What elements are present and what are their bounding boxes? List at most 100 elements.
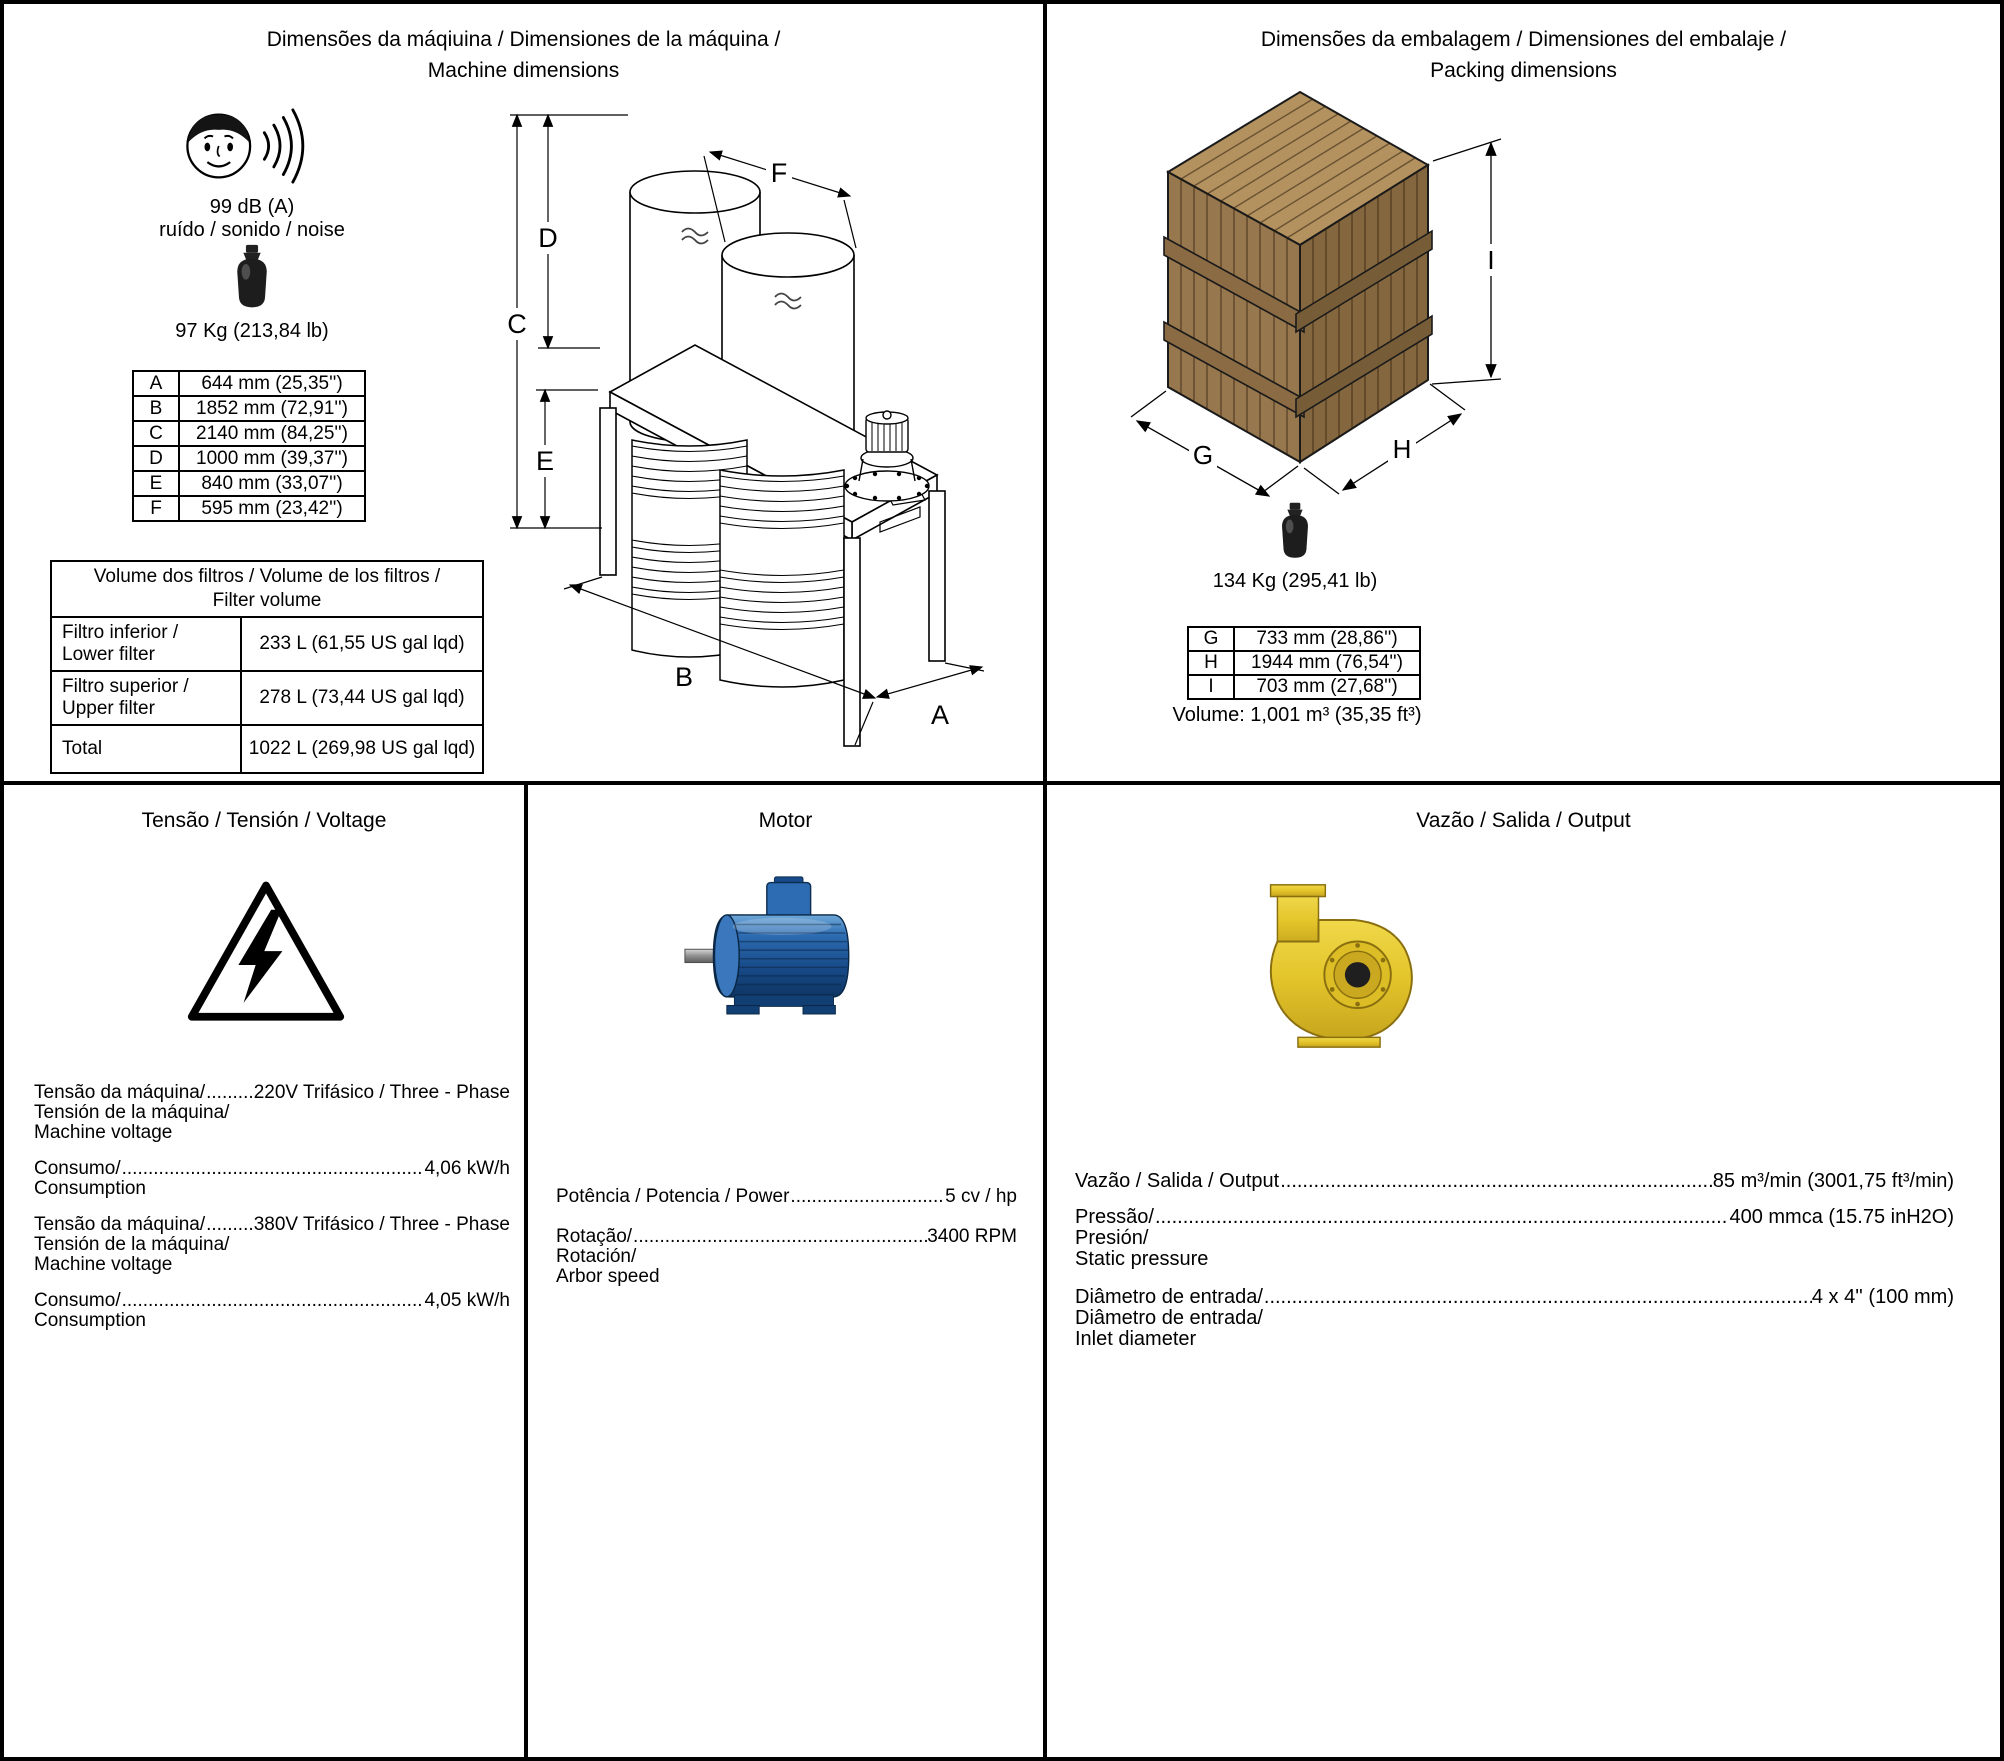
dim-label-c: C bbox=[507, 309, 527, 339]
dim-label-i: I bbox=[1487, 245, 1494, 275]
panel-voltage: Tensão / Tensión / Voltage Tensão da máq… bbox=[4, 785, 528, 1757]
dimension-letters: C D E F B A bbox=[507, 158, 949, 730]
filter-header-line2: Filter volume bbox=[212, 590, 322, 611]
filter-row-value: 233 L (61,55 US gal lqd) bbox=[240, 616, 484, 672]
filter-row-label: Filtro inferior / Lower filter bbox=[50, 616, 242, 672]
motor-specs: Potência / Potencia / Power ............… bbox=[556, 1187, 1017, 1287]
flow-line: Vazão / Salida / Output ................… bbox=[1075, 1171, 1954, 1192]
dot-leader: ........................................… bbox=[790, 1187, 945, 1207]
packing-crate-drawing: I G H bbox=[1130, 90, 1505, 497]
voltage-380-label: Tensão da máquina/ bbox=[34, 1214, 206, 1235]
blower-outlet-duct bbox=[1276, 895, 1320, 949]
weight-icon bbox=[237, 244, 267, 308]
pressure-stanza: Pressão/ ...............................… bbox=[1075, 1207, 1954, 1270]
motor-feet bbox=[733, 994, 834, 1007]
machine-technical-drawing: C D E F B A bbox=[504, 113, 985, 747]
consumption-220-value: 4,06 kW/h bbox=[424, 1158, 510, 1179]
filter-row-value: 278 L (73,44 US gal lqd) bbox=[240, 670, 484, 726]
panel-machine-dimensions: Dimensões da máqiuina / Dimensiones de l… bbox=[4, 4, 1047, 785]
inlet-label: Diâmetro de entrada/ bbox=[1075, 1286, 1263, 1308]
table-header-row: Volume dos filtros / Volume de los filtr… bbox=[50, 560, 484, 618]
dim-key: C bbox=[132, 420, 180, 447]
packing-title-line1: Dimensões da embalagem / Dimensiones del… bbox=[1260, 28, 1787, 51]
filter-label-line2: Lower filter bbox=[62, 644, 155, 665]
power-label: Potência / Potencia / Power bbox=[556, 1186, 790, 1207]
dot-leader: ........................................… bbox=[1263, 1287, 1812, 1308]
packing-title-line2: Packing dimensions bbox=[1430, 59, 1617, 82]
rotation-value: 3400 RPM bbox=[927, 1226, 1017, 1247]
crate-planks bbox=[1180, 98, 1418, 454]
dim-label-d: D bbox=[538, 223, 558, 253]
dot-leader: ........................................… bbox=[633, 1227, 927, 1247]
packing-weight-block: 134 Kg (295,41 lb) bbox=[1175, 502, 1415, 593]
table-row: Filtro superior / Upper filter 278 L (73… bbox=[50, 670, 484, 726]
dim-value: 595 mm (23,42'') bbox=[178, 495, 366, 522]
dim-label-g: G bbox=[1193, 440, 1213, 470]
brand-marks bbox=[681, 227, 802, 310]
dimension-extension-lines bbox=[510, 114, 985, 746]
noise-level: 99 dB (A) bbox=[209, 196, 295, 218]
dimension-label-backgrounds bbox=[504, 158, 792, 477]
dim-key: H bbox=[1187, 650, 1235, 676]
dim-key: A bbox=[132, 370, 180, 397]
rotation-stanza: Rotação/ ...............................… bbox=[556, 1227, 1017, 1287]
blower-inlet-hole bbox=[1344, 962, 1371, 988]
noise-label: ruído / sonido / noise bbox=[159, 219, 345, 241]
pressure-sub-en: Static pressure bbox=[1075, 1248, 1209, 1270]
voltage-220-sub-en: Machine voltage bbox=[34, 1122, 173, 1143]
inlet-sub-es: Diâmetro de entrada/ bbox=[1075, 1307, 1263, 1329]
crate-rails bbox=[1163, 229, 1433, 419]
filter-table-header: Volume dos filtros / Volume de los filtr… bbox=[50, 560, 484, 618]
dot-leader: ........................................… bbox=[206, 1215, 254, 1235]
consumption-220-line: Consumo/ ...............................… bbox=[34, 1159, 510, 1179]
inlet-sub-en: Inlet diameter bbox=[1075, 1328, 1197, 1350]
machine-title-line2: Machine dimensions bbox=[427, 59, 620, 82]
dim-key: F bbox=[132, 495, 180, 522]
blower-foot bbox=[1297, 1036, 1381, 1048]
consumption-380-stanza: Consumo/ ...............................… bbox=[34, 1291, 510, 1331]
rotation-line: Rotação/ ...............................… bbox=[556, 1227, 1017, 1247]
output-title: Vazão / Salida / Output bbox=[1416, 809, 1631, 832]
collection-barrels bbox=[631, 439, 845, 688]
filter-label-line1: Filtro inferior / bbox=[62, 622, 179, 643]
motor-front-bell bbox=[713, 914, 740, 998]
voltage-220-stanza: Tensão da máquina/ .....................… bbox=[34, 1083, 510, 1143]
blower-image bbox=[1269, 884, 1413, 1048]
voltage-380-sub-es: Tensión de la máquina/ bbox=[34, 1234, 230, 1255]
filter-volume-table: Volume dos filtros / Volume de los filtr… bbox=[50, 560, 484, 774]
inlet-value: 4 x 4'' (100 mm) bbox=[1811, 1286, 1954, 1308]
dim-label-h: H bbox=[1393, 434, 1412, 464]
dot-leader: ........................................… bbox=[121, 1291, 425, 1311]
panel-packing-dimensions: Dimensões da embalagem / Dimensiones del… bbox=[1047, 4, 2000, 785]
rotation-sub-en: Arbor speed bbox=[556, 1266, 660, 1287]
dim-value: 840 mm (33,07'') bbox=[178, 470, 366, 497]
pressure-label: Pressão/ bbox=[1075, 1206, 1154, 1228]
voltage-380-sub-en: Machine voltage bbox=[34, 1254, 173, 1275]
voltage-380-value: 380V Trifásico / Three - Phase bbox=[253, 1214, 510, 1235]
dot-leader: ........................................… bbox=[1154, 1207, 1730, 1228]
dim-key: E bbox=[132, 470, 180, 497]
filter-label-line2: Upper filter bbox=[62, 698, 155, 719]
voltage-380-stanza: Tensão da máquina/ .....................… bbox=[34, 1215, 510, 1275]
electric-motor-image bbox=[684, 876, 850, 1015]
dim-value: 1000 mm (39,37'') bbox=[178, 445, 366, 472]
pressure-value: 400 mmca (15.75 inH2O) bbox=[1729, 1206, 1954, 1228]
dim-value: 1852 mm (72,91'') bbox=[178, 395, 366, 422]
consumption-380-label: Consumo/ bbox=[34, 1290, 121, 1311]
dim-value: 703 mm (27,68'') bbox=[1233, 674, 1421, 700]
dot-leader: ........................................… bbox=[121, 1159, 425, 1179]
inlet-stanza: Diâmetro de entrada/ ...................… bbox=[1075, 1287, 1954, 1350]
sound-waves-icon bbox=[262, 108, 305, 184]
packing-volume: Volume: 1,001 m³ (35,35 ft³) bbox=[1172, 704, 1422, 726]
packing-weight: 134 Kg (295,41 lb) bbox=[1212, 570, 1378, 592]
dot-leader: ........................................… bbox=[1280, 1171, 1713, 1192]
rotation-sub-es: Rotación/ bbox=[556, 1246, 637, 1267]
flow-label: Vazão / Salida / Output bbox=[1075, 1170, 1280, 1192]
consumption-380-sub-en: Consumption bbox=[34, 1310, 146, 1331]
